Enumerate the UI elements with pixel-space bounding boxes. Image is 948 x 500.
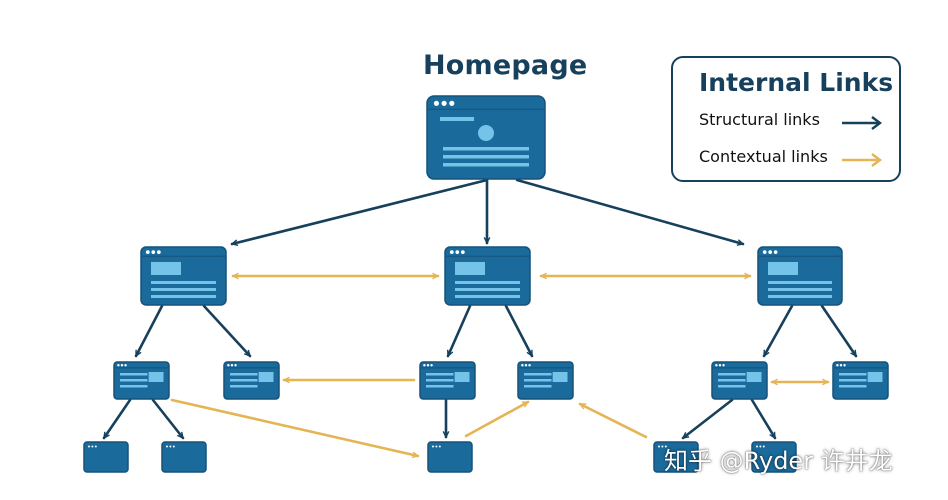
contextual-link-l3-d-to-l2-d xyxy=(580,402,648,439)
page-node-homepage xyxy=(426,95,546,180)
homepage-title: Homepage xyxy=(423,50,588,81)
structural-link-homepage-to-l1-left xyxy=(232,178,489,244)
legend-contextual-label: Contextual links xyxy=(699,147,828,166)
page-node-l2-f xyxy=(832,361,889,400)
structural-link-homepage-to-l1-right xyxy=(515,178,743,244)
legend-box: Internal Links Structural links Contextu… xyxy=(671,56,901,182)
structural-link-l1-right-to-l2-e xyxy=(762,304,794,356)
page-node-l2-e xyxy=(711,361,768,400)
contextual-link-l3-c-to-l2-d xyxy=(464,400,528,438)
legend-title: Internal Links xyxy=(699,68,894,97)
structural-arrow-icon xyxy=(842,116,882,130)
structural-link-l1-left-to-l2-b xyxy=(202,304,252,358)
page-node-l3-a xyxy=(83,441,129,473)
structural-link-l1-center-to-l2-c xyxy=(446,304,472,356)
page-node-l2-a xyxy=(113,361,170,400)
page-node-l3-e xyxy=(751,441,797,473)
page-node-l3-b xyxy=(161,441,207,473)
structural-link-l2-a-to-l3-a xyxy=(102,398,132,440)
page-node-l1-left xyxy=(140,246,227,306)
legend-structural-label: Structural links xyxy=(699,110,820,129)
page-node-l2-b xyxy=(223,361,280,400)
structural-link-l1-right-to-l2-f xyxy=(820,304,858,358)
structural-link-l1-left-to-l2-a xyxy=(134,304,164,356)
page-node-l1-right xyxy=(757,246,843,306)
watermark-text: 知乎 @Ryder 许井龙 xyxy=(664,447,893,475)
page-node-l3-c xyxy=(427,441,473,473)
page-node-l2-c xyxy=(419,361,476,400)
structural-link-l1-center-to-l2-d xyxy=(504,304,534,356)
structural-link-l2-e-to-l3-d xyxy=(681,398,734,440)
page-node-l1-center xyxy=(444,246,531,306)
structural-link-l2-e-to-l3-e xyxy=(750,398,777,438)
page-node-l2-d xyxy=(517,361,574,400)
contextual-arrow-icon xyxy=(842,153,882,167)
contextual-link-l2-a-to-l3-c xyxy=(170,398,418,456)
structural-link-l2-a-to-l3-b xyxy=(151,398,185,440)
page-node-l3-d xyxy=(653,441,699,473)
